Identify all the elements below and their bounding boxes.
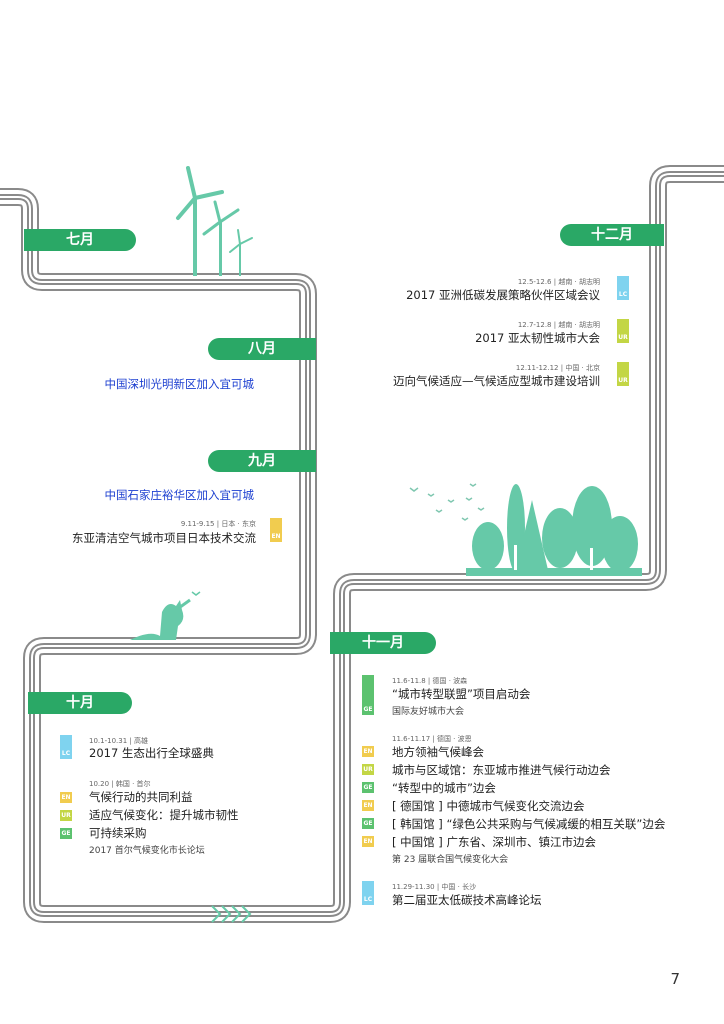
oct-item-3-badge: GE bbox=[60, 828, 72, 839]
nov-event-1-title: “城市转型联盟”项目启动会 bbox=[392, 687, 531, 701]
nov-event-1-badge: GE bbox=[362, 675, 374, 715]
oct-item-3-title: 可持续采购 bbox=[89, 826, 147, 840]
month-tag-october: 十月 bbox=[28, 692, 132, 714]
oct-event-2-sub: 2017 首尔气候变化市长论坛 bbox=[89, 846, 205, 856]
nov-item-3-badge: GE bbox=[362, 782, 374, 793]
nov-item-6-title: [ 中国馆 ] 广东省、深圳市、镇江市边会 bbox=[392, 835, 596, 849]
nov-item-6-badge: EN bbox=[362, 836, 374, 847]
birds-icon bbox=[409, 483, 485, 521]
oct-item-2-badge: UR bbox=[60, 810, 72, 821]
aug-event-title: 中国深圳光明新区加入宜可城 bbox=[104, 377, 255, 391]
dec-event-2-title: 2017 亚太韧性城市大会 bbox=[475, 331, 600, 345]
dec-event-1-meta: 12.5-12.6 | 越南 · 胡志明 bbox=[517, 278, 600, 286]
wind-turbine-icon bbox=[176, 166, 253, 276]
oct-event-1-title: 2017 生态出行全球盛典 bbox=[89, 746, 214, 760]
nov-item-5-badge: GE bbox=[362, 818, 374, 829]
dec-event-3-title: 迈向气候适应—气候适应型城市建设培训 bbox=[393, 374, 600, 388]
sep-event-1-title: 中国石家庄裕华区加入宜可城 bbox=[104, 488, 255, 502]
dec-event-1-badge: LC bbox=[617, 276, 629, 300]
oct-event-1-badge: LC bbox=[60, 735, 72, 759]
trees-icon bbox=[466, 484, 642, 576]
oct-item-1-title: 气候行动的共同利益 bbox=[89, 790, 193, 804]
nov-event-3-meta: 11.29-11.30 | 中国 · 长沙 bbox=[392, 883, 477, 891]
month-tag-november: 十一月 bbox=[330, 632, 436, 654]
nov-item-3-title: “转型中的城市”边会 bbox=[392, 781, 496, 795]
dec-event-2-meta: 12.7-12.8 | 越南 · 胡志明 bbox=[517, 321, 600, 329]
oct-event-1-meta: 10.1-10.31 | 高雄 bbox=[89, 737, 148, 745]
nov-item-5-title: [ 韩国馆 ] “绿色公共采购与气候减缓的相互关联”边会 bbox=[392, 817, 666, 831]
nov-event-3-badge: LC bbox=[362, 881, 374, 905]
road-arrows-icon bbox=[211, 905, 252, 923]
month-tag-july: 七月 bbox=[24, 229, 136, 251]
month-tag-december: 十二月 bbox=[560, 224, 664, 246]
nov-event-2-sub: 第 23 届联合国气候变化大会 bbox=[392, 855, 509, 865]
oct-event-2-meta: 10.20 | 韩国 · 首尔 bbox=[89, 780, 151, 788]
cat-icon bbox=[130, 591, 201, 640]
sep-event-2-badge: EN bbox=[270, 518, 282, 542]
nov-event-1-sub: 国际友好城市大会 bbox=[392, 707, 465, 717]
nov-item-2-title: 城市与区域馆：东亚城市推进气候行动边会 bbox=[392, 763, 611, 777]
oct-item-2-title: 适应气候变化：提升城市韧性 bbox=[89, 808, 239, 822]
dec-event-1-title: 2017 亚洲低碳发展策略伙伴区域会议 bbox=[406, 288, 600, 302]
dec-event-2-badge: UR bbox=[617, 319, 629, 343]
nov-event-1-meta: 11.6-11.8 | 德国 · 波森 bbox=[392, 677, 468, 685]
sep-event-2-meta: 9.11-9.15 | 日本 · 东京 bbox=[180, 520, 256, 528]
oct-item-1-badge: EN bbox=[60, 792, 72, 803]
sep-event-2-title: 东亚清洁空气城市项目日本技术交流 bbox=[72, 531, 256, 545]
month-tag-august: 八月 bbox=[208, 338, 316, 360]
nov-event-3-title: 第二届亚太低碳技术高峰论坛 bbox=[392, 893, 542, 907]
nov-item-4-badge: EN bbox=[362, 800, 374, 811]
nov-event-2-meta: 11.6-11.17 | 德国 · 波恩 bbox=[392, 735, 472, 743]
nov-item-1-badge: EN bbox=[362, 746, 374, 757]
page-number: 7 bbox=[670, 970, 680, 988]
nov-item-1-title: 地方领袖气候峰会 bbox=[392, 745, 484, 759]
nov-item-2-badge: UR bbox=[362, 764, 374, 775]
dec-event-3-badge: UR bbox=[617, 362, 629, 386]
nov-item-4-title: [ 德国馆 ] 中德城市气候变化交流边会 bbox=[392, 799, 585, 813]
dec-event-3-meta: 12.11-12.12 | 中国 · 北京 bbox=[515, 364, 600, 372]
month-tag-september: 九月 bbox=[208, 450, 316, 472]
